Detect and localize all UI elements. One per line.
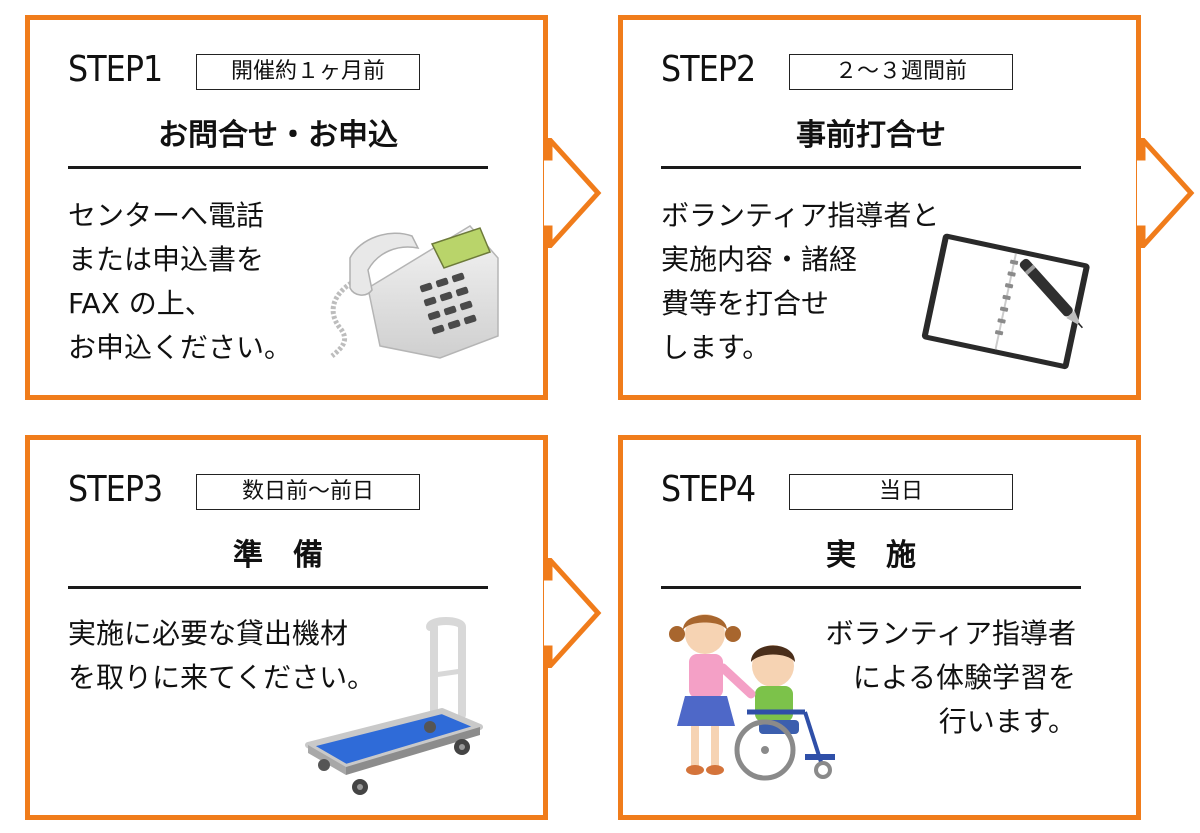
telephone-icon [330,225,499,359]
step-4-timing-badge: 当日 [789,474,1013,510]
step-4-title-rule [661,586,1081,589]
step-4-title: 実 施 [826,538,916,573]
step-3-timing-badge: 数日前～前日 [196,474,420,510]
arrow-right-icon [544,558,602,668]
arrow-right-icon [544,138,602,248]
step-3-title: 準 備 [233,538,323,573]
step-1-timing-badge: 開催約１ヶ月前 [196,54,420,90]
step-2-title-rule [661,166,1081,169]
arrow-right-icon [1137,138,1195,248]
step-4-card: STEP4 当日 実 施 ボランティア指導者 による体験学習を 行います。 [618,435,1141,820]
step-3-description: 実施に必要な貸出機材 を取りに来てください。 [68,612,375,700]
step-2-description-line: 費等を打合せ [661,287,830,320]
step-2-description-line: 実施内容・諸経 [661,243,858,276]
step-4-description-line: 行います。 [938,705,1076,738]
step-4-description-line: による体験学習を [852,661,1076,694]
step-1-title-rule [68,166,488,169]
step-2-timing-badge: ２～３週間前 [789,54,1013,90]
step-3-description-line: を取りに来てください。 [68,661,376,694]
step-2-card: STEP2 ２～３週間前 事前打合せ ボランティア指導者と 実施内容・諸経 費等… [618,15,1141,400]
step-4-label: STEP4 [661,469,756,510]
step-1-description-line: センターへ電話 [68,199,265,232]
step-1-description-line: または申込書を [68,243,265,276]
step-1-card: STEP1 開催約１ヶ月前 お問合せ・お申込 センターへ電話 または申込書を F… [25,15,548,400]
notebook-pen-icon [921,233,1090,370]
step-1-description-line: お申込ください。 [68,331,293,364]
hand-cart-icon [305,617,483,795]
step-1-label: STEP1 [68,49,163,90]
wheelchair-children-icon [669,614,835,781]
step-2-description-line: ボランティア指導者と [661,199,940,232]
step-3-label: STEP3 [68,469,163,510]
step-2-description-line: します。 [661,331,771,364]
step-1-description: センターへ電話 または申込書を FAX の上、 お申込ください。 [68,194,292,370]
step-2-title: 事前打合せ [796,118,946,153]
step-2-description: ボランティア指導者と 実施内容・諸経 費等を打合せ します。 [661,194,939,370]
step-1-title: お問合せ・お申込 [158,118,398,153]
step-4-description-line: ボランティア指導者 [825,617,1076,650]
step-3-description-line: 実施に必要な貸出機材 [68,617,349,650]
step-1-description-line: FAX の上、 [68,287,213,320]
step-2-label: STEP2 [661,49,756,90]
step-3-title-rule [68,586,488,589]
step-3-card: STEP3 数日前～前日 準 備 実施に必要な貸出機材 を取りに来てください。 [25,435,548,820]
step-4-description: ボランティア指導者 による体験学習を 行います。 [826,612,1076,744]
